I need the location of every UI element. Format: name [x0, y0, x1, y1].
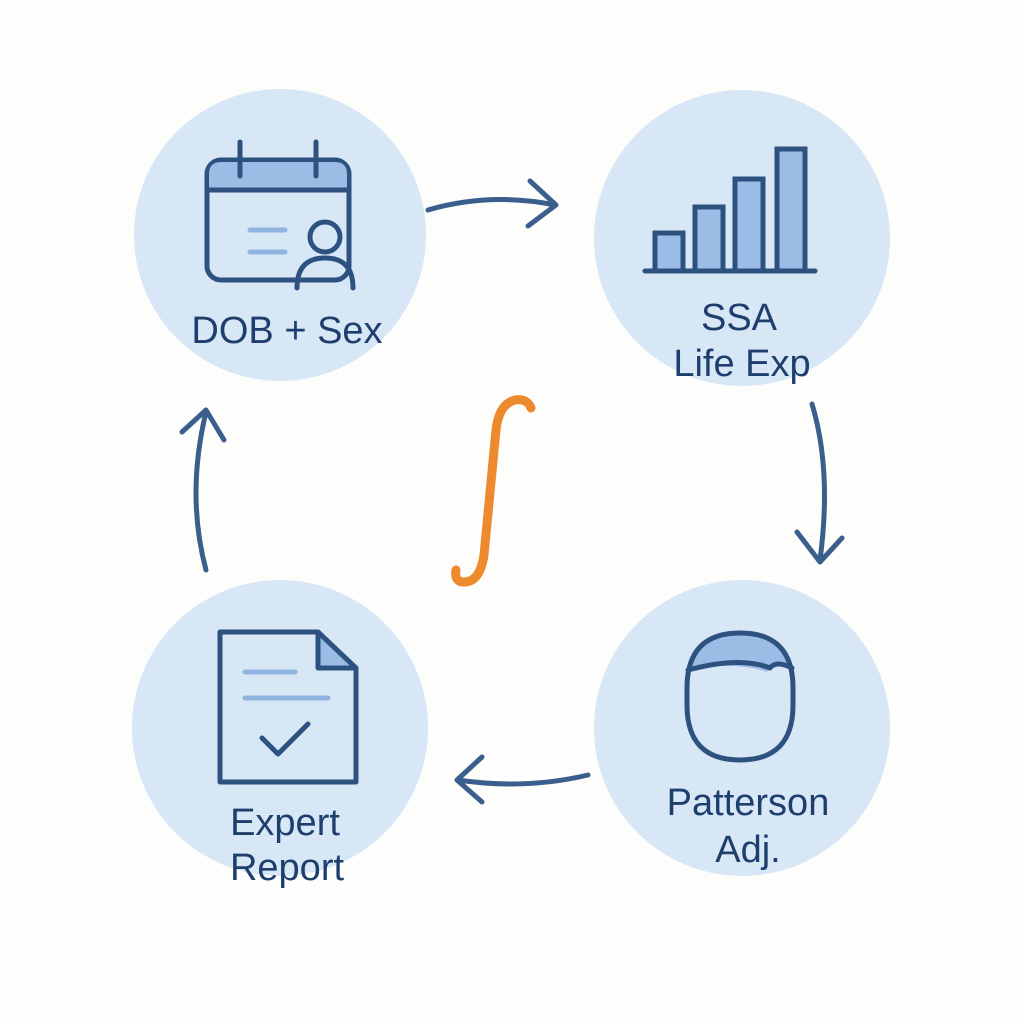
- arrow-dob-to-ssa: [425, 178, 559, 229]
- node-circle: [132, 580, 428, 876]
- node-circle: [594, 580, 890, 876]
- node-label-ssa-line1: SSA: [701, 297, 778, 339]
- node-dob-sex: DOB + Sex: [134, 89, 426, 381]
- node-expert-report: Expert Report: [132, 580, 428, 889]
- node-label-dob: DOB + Sex: [191, 310, 382, 352]
- arrow-report-to-dob: [179, 407, 227, 573]
- node-label-report-line1: Expert: [230, 802, 340, 844]
- integral-icon: [451, 395, 536, 587]
- head-icon: [684, 630, 796, 763]
- arrow-ssa-to-patterson: [794, 401, 845, 565]
- bar-chart-icon: [642, 146, 818, 274]
- arrow-patterson-to-report: [454, 754, 591, 805]
- node-patterson-adj: Patterson Adj.: [594, 580, 890, 876]
- calendar-person-icon: [204, 139, 356, 291]
- document-check-icon: [217, 629, 359, 785]
- node-label-patterson-line2: Adj.: [715, 829, 780, 871]
- node-label-report-line2: Report: [230, 847, 344, 889]
- node-circle: [134, 89, 426, 381]
- node-label-ssa-line2: Life Exp: [673, 343, 810, 385]
- node-ssa-life-exp: SSA Life Exp: [594, 90, 890, 386]
- node-label-patterson-line1: Patterson: [667, 782, 830, 824]
